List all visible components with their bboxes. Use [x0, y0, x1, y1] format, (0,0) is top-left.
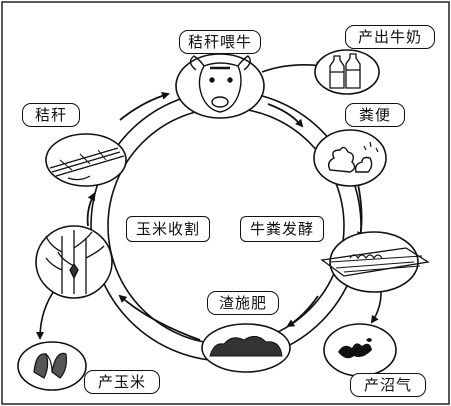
- straw-bundle-icon: [49, 147, 125, 181]
- arrow-straw-to-cattle: [119, 91, 170, 121]
- fertilizer-heap-icon: [209, 336, 283, 357]
- biogas-node: [323, 323, 397, 377]
- arrow-fermentation-to-fertilizer: [286, 295, 319, 328]
- fermentation-pit-icon: [320, 247, 430, 277]
- corn-plant-node: [35, 225, 113, 299]
- manure-pile-icon: [327, 141, 379, 173]
- straw-node: [45, 133, 127, 187]
- label-corn-output: 产玉米: [84, 370, 160, 394]
- label-milk-output: 产出牛奶: [345, 25, 435, 49]
- arrow-cattle-to-manure: [267, 103, 304, 128]
- milk-node: [314, 49, 380, 95]
- cattle-node: [175, 53, 265, 119]
- label-biogas-output: 产沼气: [350, 373, 426, 397]
- biogas-flame-icon: [338, 338, 372, 359]
- center-label-corn-harvest: 玉米收割: [126, 216, 210, 242]
- fertilizer-node: [201, 323, 291, 373]
- arrow-corn-to-straw: [86, 192, 95, 227]
- milk-bottle-icon: [329, 53, 361, 89]
- corn-plant-icon: [45, 230, 105, 294]
- label-straw-feed-cattle: 秸秆喂牛: [179, 30, 261, 54]
- cow-head-icon: [189, 55, 251, 113]
- fermentation-node: [320, 231, 430, 293]
- manure-node: [313, 129, 387, 187]
- center-label-manure-fermentation: 牛粪发酵: [240, 216, 324, 242]
- corn-output-node: [17, 341, 87, 391]
- arrow-to-milk: [261, 61, 324, 73]
- corn-ear-icon: [33, 352, 67, 379]
- arrow-to-corn-output: [36, 287, 57, 340]
- label-residue-fertilizer: 渣施肥: [207, 291, 279, 315]
- label-manure: 粪便: [345, 103, 405, 127]
- arrow-fertilizer-to-corn: [118, 294, 201, 341]
- label-straw: 秸秆: [22, 103, 80, 127]
